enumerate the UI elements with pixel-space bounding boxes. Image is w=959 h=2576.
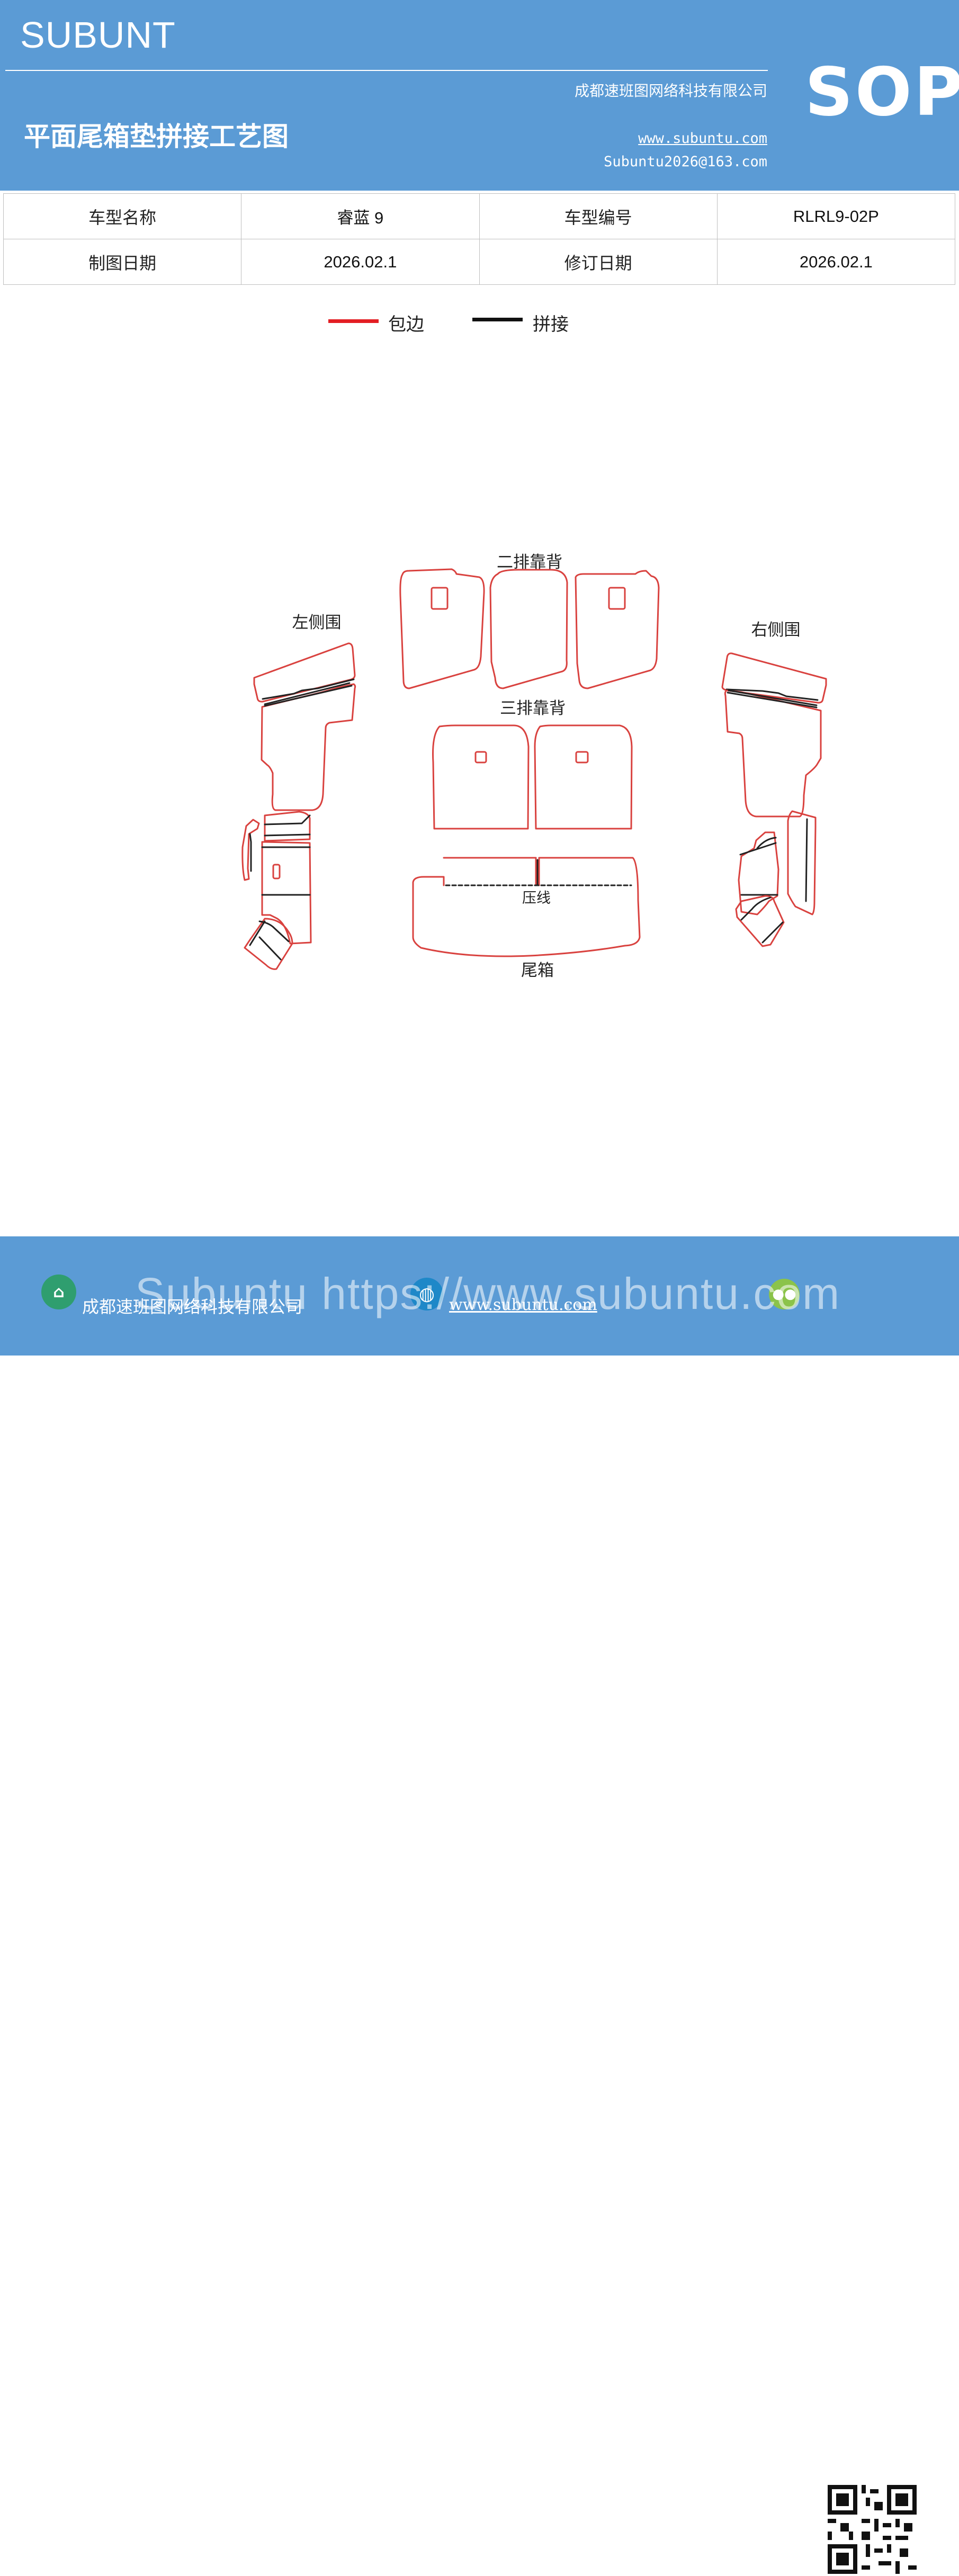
second-row-backrest: [399, 568, 660, 689]
qr-code[interactable]: [826, 2483, 918, 2575]
table-label: 修订日期: [479, 239, 718, 285]
footer-company-name: 成都速班图网络科技有限公司: [82, 1297, 303, 1317]
website-link[interactable]: www.subuntu.com: [638, 130, 767, 147]
label-third-row-backrest: 三排靠背: [500, 699, 566, 718]
company-name: 成都速班图网络科技有限公司: [574, 82, 767, 100]
contact-email[interactable]: Subuntu2026@163.com: [604, 154, 767, 170]
table-row: 车型名称 睿蓝 9 车型编号 RLRL9-02P: [3, 193, 956, 239]
label-left-side-trim: 左侧围: [292, 613, 342, 632]
footer-website-link[interactable]: www.subuntu.com: [449, 1296, 597, 1314]
table-label: 车型编号: [479, 193, 718, 239]
table-value: 睿蓝 9: [241, 193, 480, 239]
building-icon: ⌂: [41, 1274, 76, 1309]
third-row-backrest: [432, 724, 633, 830]
legend: 包边 拼接: [0, 310, 959, 336]
mat-layout-diagram: 二排靠背 三排靠背 左侧围 右侧围 压线 尾箱: [241, 553, 827, 980]
table-value: 2026.02.1: [716, 239, 956, 285]
label-press-line: 压线: [522, 890, 551, 906]
document-title: 平面尾箱垫拼接工艺图: [24, 121, 289, 152]
sop-badge: SOP: [805, 53, 959, 131]
legend-label-splice: 拼接: [533, 314, 569, 335]
label-right-side-trim: 右侧围: [751, 621, 801, 640]
legend-label-edging: 包边: [388, 314, 424, 335]
globe-icon: ◍: [410, 1278, 443, 1311]
table-value: 2026.02.1: [241, 239, 480, 285]
right-side-trim: [721, 652, 827, 947]
qr-code-pattern: [828, 2485, 917, 2574]
table-label: 制图日期: [3, 239, 242, 285]
legend-swatch-edging: [328, 319, 379, 323]
table-label: 车型名称: [3, 193, 242, 239]
table-value: RLRL9-02P: [716, 193, 956, 239]
brand-logo-text: SUBUNT: [20, 14, 176, 56]
header-divider: [5, 70, 768, 71]
trunk-mat: [412, 857, 641, 957]
legend-swatch-splice: [472, 318, 523, 321]
label-second-row-backrest: 二排靠背: [497, 553, 562, 572]
left-side-trim: [241, 642, 356, 970]
wechat-icon: ●●: [769, 1279, 800, 1309]
label-trunk-mat: 尾箱: [521, 961, 554, 980]
header-band: SUBUNT 成都速班图网络科技有限公司 平面尾箱垫拼接工艺图 www.subu…: [0, 0, 959, 191]
vehicle-info-table: 车型名称 睿蓝 9 车型编号 RLRL9-02P 制图日期 2026.02.1 …: [3, 193, 956, 285]
footer-watermark: Subuntu https://www.subuntu.com: [135, 1269, 841, 1318]
table-row: 制图日期 2026.02.1 修订日期 2026.02.1: [3, 239, 956, 285]
